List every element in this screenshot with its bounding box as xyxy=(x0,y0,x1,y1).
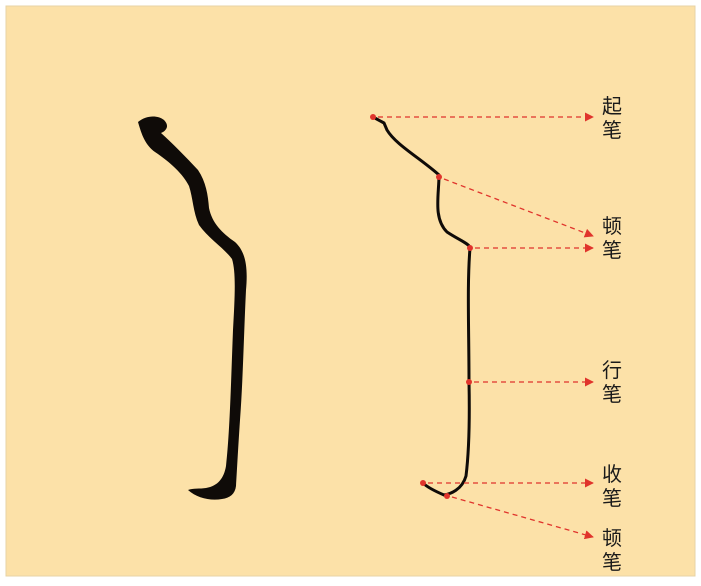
point-dunbi-1a xyxy=(436,174,442,180)
point-xingbi xyxy=(466,379,472,385)
label-qibi-char-2: 笔 xyxy=(598,118,626,142)
label-dunbi-1-char-2: 笔 xyxy=(598,238,626,262)
label-xingbi-char-1: 行 xyxy=(598,358,626,382)
label-shoubi: 收 笔 xyxy=(598,462,626,510)
point-qibi xyxy=(370,114,376,120)
paper-background xyxy=(6,6,695,576)
label-qibi-char-1: 起 xyxy=(598,94,626,118)
label-shoubi-char-1: 收 xyxy=(598,462,626,486)
label-dunbi-1-char-1: 顿 xyxy=(598,214,626,238)
label-dunbi-2: 顿 笔 xyxy=(598,526,626,574)
point-dunbi-1b xyxy=(467,245,473,251)
label-qibi: 起 笔 xyxy=(598,94,626,142)
label-xingbi: 行 笔 xyxy=(598,358,626,406)
label-dunbi-2-char-1: 顿 xyxy=(598,526,626,550)
label-dunbi-1: 顿 笔 xyxy=(598,214,626,262)
label-dunbi-2-char-2: 笔 xyxy=(598,550,626,574)
point-shoubi xyxy=(420,480,426,486)
point-dunbi-2 xyxy=(444,493,450,499)
label-xingbi-char-2: 笔 xyxy=(598,382,626,406)
label-shoubi-char-2: 笔 xyxy=(598,486,626,510)
